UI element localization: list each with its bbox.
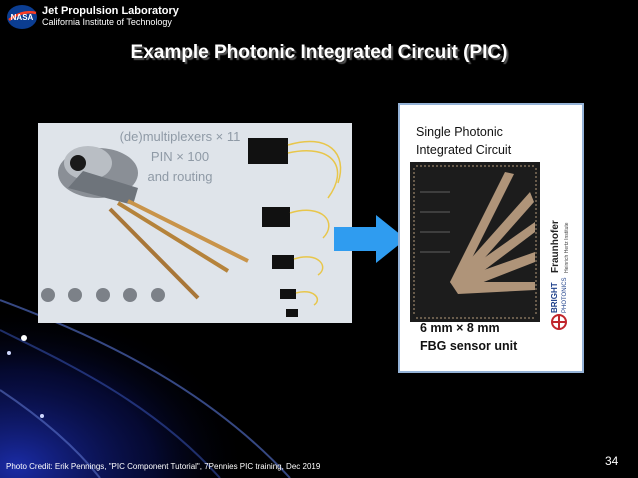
org-block: Jet Propulsion Laboratory California Ins… xyxy=(42,5,179,28)
photo-illustration xyxy=(41,138,342,317)
pic-title: Single Photonic Integrated Circuit xyxy=(416,123,511,159)
fraunhofer-sub-text: Heinrich Hertz Institute xyxy=(564,222,570,273)
org-name: Jet Propulsion Laboratory xyxy=(42,5,179,17)
right-arrow-icon xyxy=(334,215,406,263)
fraunhofer-logo: Fraunhofer Heinrich Hertz Institute xyxy=(550,220,570,273)
pic-size-line-1: 6 mm × 8 mm xyxy=(420,321,500,335)
pic-size-label: 6 mm × 8 mm FBG sensor unit xyxy=(420,319,517,355)
slide-title: Example Photonic Integrated Circuit (PIC… xyxy=(130,42,508,63)
nasa-logo: NASA xyxy=(7,5,37,29)
left-caption: (de)multiplexers × 11 PIN × 100 and rout… xyxy=(110,127,250,187)
left-caption-line-2: PIN × 100 xyxy=(150,149,210,164)
component-photo: (de)multiplexers × 11 PIN × 100 and rout… xyxy=(38,123,352,323)
bright-photonics-logo: BRIGHT PHOTONICS xyxy=(550,277,568,330)
chip-photo xyxy=(410,162,540,322)
org-subtitle: California Institute of Technology xyxy=(42,17,172,27)
pic-size-line-2: FBG sensor unit xyxy=(420,339,518,353)
pic-panel: Single Photonic Integrated Circuit xyxy=(398,103,584,373)
photonics-text: PHOTONICS xyxy=(562,277,568,313)
fraunhofer-text: Fraunhofer xyxy=(550,220,561,273)
pic-title-line-1: Single Photonic xyxy=(416,125,503,139)
page-number: 34 xyxy=(605,454,619,468)
left-caption-line-1: (de)multiplexers × 11 xyxy=(119,129,241,144)
bright-text: BRIGHT xyxy=(550,282,559,313)
left-caption-line-3: and routing xyxy=(147,169,213,184)
svg-text:NASA: NASA xyxy=(11,13,34,22)
photo-credit: Photo Credit: Erik Pennings, "PIC Compon… xyxy=(6,462,321,471)
pic-title-line-2: Integrated Circuit xyxy=(416,143,512,157)
